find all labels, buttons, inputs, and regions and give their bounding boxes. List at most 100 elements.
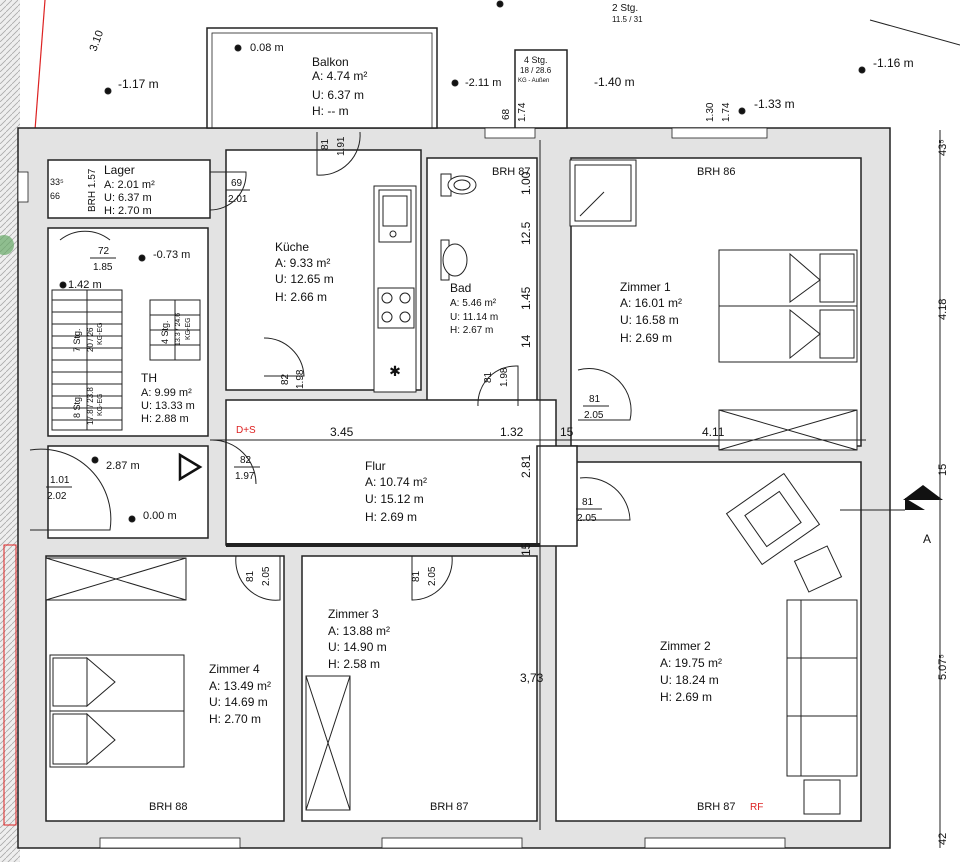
window-zimmer1	[671, 127, 768, 139]
door-zimmer3-h: 2.05	[427, 566, 438, 586]
dim-15-b: 15	[519, 542, 533, 556]
door-bad-h: 1.98	[499, 367, 510, 387]
window-balkon-h: 1.74	[517, 102, 528, 122]
top-left-dim: 3.10	[88, 29, 107, 53]
level-outside-left: -1.17 m	[118, 77, 159, 91]
room-zimmer2-name: Zimmer 2	[660, 639, 711, 653]
toilet-icon	[440, 173, 477, 197]
door-kueche[interactable]	[263, 337, 305, 377]
door-balkon-w: 81	[320, 138, 331, 150]
room-lager-name: Lager	[104, 163, 135, 177]
marker-ds: D+S	[236, 425, 256, 436]
property-line	[34, 0, 46, 131]
room-balkon-name: Balkon	[312, 55, 349, 69]
room-zimmer4-perimeter: U: 14.69 m	[209, 695, 268, 709]
room-lager-area: A: 2.01 m²	[104, 179, 155, 191]
room-lager-height: H: 2.70 m	[104, 205, 152, 217]
marker-rf: RF	[750, 802, 763, 813]
door-kueche-h: 1.98	[295, 369, 306, 389]
stairs-th	[51, 230, 123, 431]
room-kueche-area: A: 9.33 m²	[275, 256, 330, 270]
door-zimmer2[interactable]	[579, 477, 631, 521]
room-zimmer2-area: A: 19.75 m²	[660, 656, 722, 670]
door-balkon[interactable]	[316, 131, 361, 176]
level-outside-right2: -1.33 m	[754, 97, 795, 111]
stair-top-label: 2 Stg.	[612, 3, 638, 14]
door-lager-h: 2.01	[228, 194, 248, 205]
flur-connector	[536, 445, 578, 547]
door-entry-h: 1.97	[235, 471, 255, 482]
room-th-height: H: 2.88 m	[141, 413, 189, 425]
dim-3-73: 3,73	[520, 671, 544, 685]
wardrobe-zimmer3	[305, 675, 351, 811]
armchair-zimmer2	[725, 472, 843, 593]
room-flur	[225, 399, 557, 546]
stair-mid-sub2: KG - Außen	[518, 78, 549, 84]
door-th[interactable]	[29, 448, 112, 531]
window-balkon-w: 68	[501, 108, 512, 120]
dim-1-45: 1.45	[519, 286, 533, 310]
stair-low-sub2: KG-EG	[97, 393, 104, 416]
section-label: A	[923, 532, 931, 546]
door-bad[interactable]	[477, 365, 519, 407]
room-zimmer1-perimeter: U: 16.58 m	[620, 313, 679, 327]
door-zimmer3[interactable]	[411, 555, 453, 601]
dim-14: 14	[519, 334, 533, 348]
room-balkon-height: H: -- m	[312, 104, 349, 118]
window-zimmer3-label: BRH 87	[430, 801, 469, 813]
door-zimmer2-w: 81	[582, 497, 594, 508]
door-th-h: 2.02	[47, 491, 67, 502]
terrain-line	[869, 19, 960, 46]
door-zimmer4[interactable]	[235, 555, 281, 601]
room-zimmer3-perimeter: U: 14.90 m	[328, 640, 387, 654]
right-dim-1: 43⁵	[937, 139, 949, 156]
room-kueche-name: Küche	[275, 240, 309, 254]
window-zimmer1-h: 1.74	[721, 102, 732, 122]
stair-low-sub: 17.8 / 23.8	[86, 387, 95, 425]
window-lager-small-a: 33⁵	[50, 177, 64, 187]
room-zimmer3-area: A: 13.88 m²	[328, 624, 390, 638]
door-entry[interactable]	[211, 439, 257, 485]
sofa-zimmer2	[786, 599, 858, 815]
door-kueche-w: 82	[280, 373, 291, 385]
level-outside-mid: -2.11 m	[465, 77, 501, 89]
window-zimmer3	[381, 837, 523, 849]
stair-left-sub: 20 / 26	[86, 327, 95, 352]
dim-12-5: 12.5	[519, 221, 533, 245]
dim-1-00: 1.00	[519, 171, 533, 195]
door-lager[interactable]	[209, 171, 247, 211]
tree-icon	[0, 235, 14, 255]
window-zimmer2-label: BRH 87	[697, 801, 736, 813]
stair-inner-sub: 13.3 / 24.6	[175, 313, 182, 346]
stair-left-sub2: KG-EG	[97, 322, 104, 345]
stair-inner-sub2: KG-EG	[185, 317, 192, 340]
room-kueche-height: H: 2.66 m	[275, 290, 327, 304]
room-bad-name: Bad	[450, 281, 471, 295]
kitchen-counter: ✱	[373, 185, 417, 393]
room-flur-name: Flur	[365, 459, 386, 473]
stairs-inner	[149, 299, 201, 361]
room-bad-area: A: 5.46 m²	[450, 298, 497, 309]
window-zimmer4	[99, 837, 241, 849]
door-zimmer4-h: 2.05	[261, 566, 272, 586]
room-zimmer1-area: A: 16.01 m²	[620, 296, 682, 310]
double-bed-zimmer1	[718, 249, 858, 363]
room-lager	[47, 159, 211, 219]
outside-step	[514, 49, 568, 129]
door-zimmer1[interactable]	[577, 368, 632, 421]
stair-mid-label: 4 Stg.	[524, 55, 548, 65]
section-triangle-icon	[903, 485, 943, 500]
window-zimmer1-w: 1.30	[705, 102, 716, 122]
level-balkon: 0.08 m	[250, 42, 284, 54]
room-bad-height: H: 2.67 m	[450, 325, 493, 336]
door-stair-w: 72	[98, 246, 110, 257]
right-dim-4: 5.07⁵	[937, 654, 949, 680]
level-outside-step: -1.40 m	[594, 75, 635, 89]
room-zimmer3-name: Zimmer 3	[328, 607, 379, 621]
wardrobe-zimmer1	[718, 409, 858, 451]
stair-top-sub: 11.5 / 31	[612, 15, 643, 24]
room-balkon-perimeter: U: 6.37 m	[312, 88, 364, 102]
room-th-perimeter: U: 13.33 m	[141, 400, 195, 412]
room-flur-perimeter: U: 15.12 m	[365, 492, 424, 506]
balcony-rail	[211, 32, 433, 129]
